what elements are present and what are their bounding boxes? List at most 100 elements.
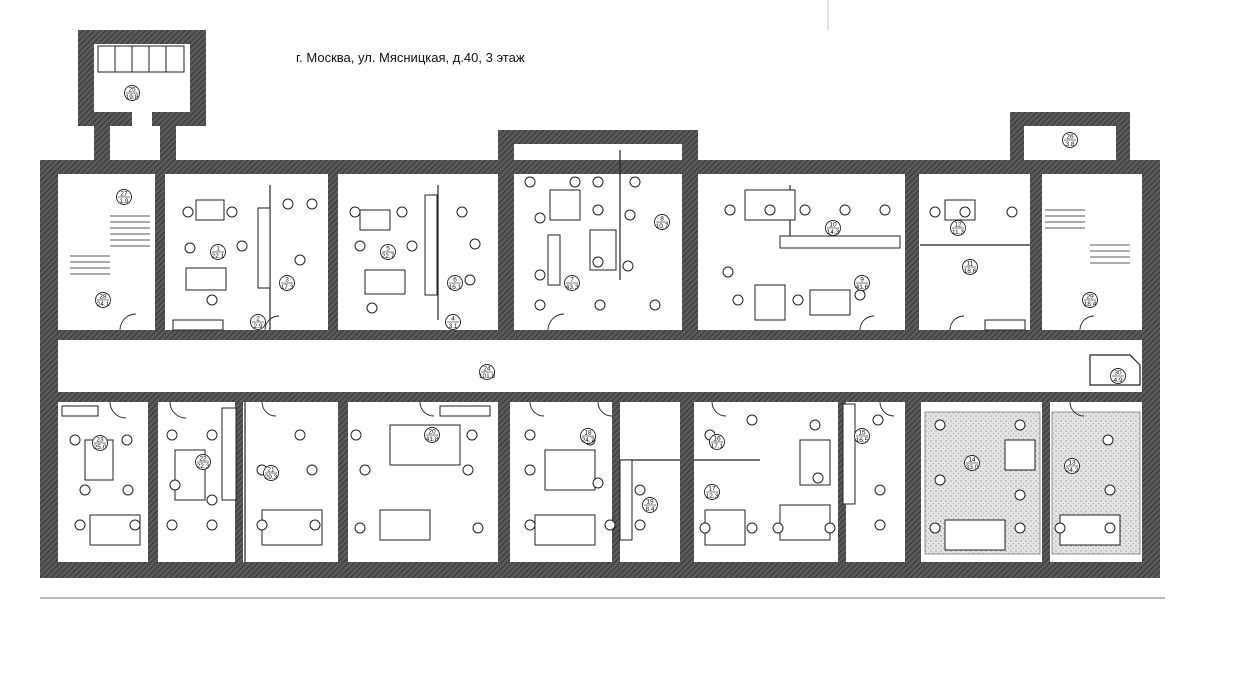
room-number: 16 [713, 436, 721, 443]
room-area: 18.4 [1084, 301, 1097, 308]
room-number: 8 [660, 216, 664, 223]
room-number: 13 [1068, 460, 1076, 467]
room-area: 41.6 [856, 284, 869, 291]
room-area: 43.3 [566, 284, 579, 291]
outer-walls [40, 30, 1160, 578]
room-area: 17.1 [711, 443, 724, 450]
room-area: 101.0 [479, 373, 496, 380]
room-number: 7 [570, 277, 574, 284]
room-area: 16.5 [856, 437, 869, 444]
room-number: 12 [954, 222, 962, 229]
room-area: 2.9 [253, 323, 262, 330]
room-marker-4: 43.1 [445, 314, 461, 330]
partition-walls [148, 174, 1050, 562]
room-area: 25.0 [94, 444, 107, 451]
room-number: 15 [858, 430, 866, 437]
room-number: 26 [1066, 134, 1074, 141]
room-number: 3 [285, 277, 289, 284]
room-number: 29 [1086, 294, 1094, 301]
room-labels: 122.122.9317.343.1522.7616.1743.3810.794… [92, 85, 1126, 513]
room-marker-30: 304.9 [1110, 368, 1126, 384]
room-number: 2 [256, 316, 260, 323]
room-number: 14 [968, 457, 976, 464]
room-marker-19: 198.4 [642, 497, 658, 513]
room-number: 27 [120, 191, 128, 198]
room-area: 22.7 [382, 253, 395, 260]
room-number: 6 [453, 277, 457, 284]
inner-partitions [244, 150, 1030, 562]
room-number: 19 [646, 499, 654, 506]
room-area: 41.8 [426, 436, 439, 443]
room-number: 5 [386, 246, 390, 253]
room-marker-3: 317.3 [279, 275, 295, 291]
room-number: 23 [96, 437, 104, 444]
room-area: 8.4 [645, 506, 654, 513]
room-number: 21 [267, 467, 275, 474]
room-number: 4 [451, 316, 455, 323]
room-area: 12.3 [706, 493, 719, 500]
room-area: 14.3 [827, 229, 840, 236]
plan-title: г. Москва, ул. Мясницкая, д.40, 3 этаж [296, 50, 525, 65]
room-area: 3.1 [448, 323, 457, 330]
room-number: 1 [216, 246, 220, 253]
room-marker-2: 22.9 [250, 314, 266, 330]
room-number: 9 [860, 277, 864, 284]
room-area: 33.0 [966, 464, 979, 471]
doors [109, 313, 1095, 419]
room-number: 30 [1114, 370, 1122, 377]
room-marker-26: 263.8 [1062, 132, 1078, 148]
workstations [84, 189, 1121, 551]
stairs [70, 209, 1130, 275]
room-number: 22 [199, 456, 207, 463]
corridor-walls [58, 330, 1142, 402]
room-30-wall [1089, 354, 1141, 386]
room-area: 1.9 [119, 198, 128, 205]
room-area: 11.3 [952, 229, 965, 236]
room-number: 18 [584, 430, 592, 437]
toilet-stalls [97, 45, 185, 73]
room-area: 10.7 [656, 223, 669, 230]
chairs [69, 176, 1116, 534]
room-area: 22.3 [197, 463, 210, 470]
room-number: 17 [708, 486, 716, 493]
room-marker-6: 616.1 [447, 275, 463, 291]
room-number: 24 [483, 366, 491, 373]
room-area: 24.2 [1066, 467, 1079, 474]
room-area: 19.8 [126, 94, 139, 101]
room-number: 10 [829, 222, 837, 229]
room-marker-27: 271.9 [116, 189, 132, 205]
room-area: 4.9 [1113, 377, 1122, 384]
room-marker-8: 810.7 [654, 214, 670, 230]
room-area: 16.1 [449, 284, 462, 291]
room-number: 28 [99, 294, 107, 301]
room-area: 24.7 [582, 437, 595, 444]
room-area: 17.3 [281, 284, 294, 291]
room-number: 25 [128, 87, 136, 94]
room-area: 24.1 [97, 301, 110, 308]
room-marker-7: 743.3 [564, 275, 580, 291]
room-area: 22.1 [212, 253, 225, 260]
room-area: 18.6 [964, 268, 977, 275]
builtin-cabinets [61, 194, 1026, 541]
room-number: 20 [428, 429, 436, 436]
room-marker-1: 122.1 [210, 244, 226, 260]
room-marker-9: 941.6 [854, 275, 870, 291]
